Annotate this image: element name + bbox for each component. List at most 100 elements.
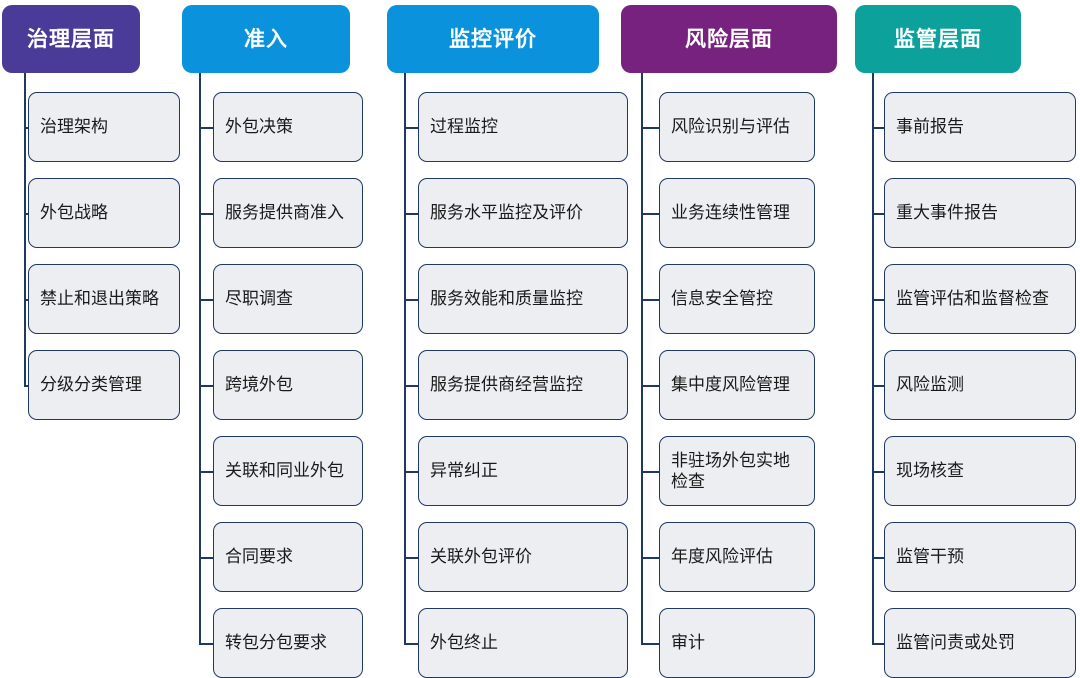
connector-stub-supervision-2 xyxy=(872,299,884,301)
node-monitoring-2[interactable]: 服务效能和质量监控 xyxy=(418,264,628,334)
connector-trunk-supervision xyxy=(872,73,874,643)
node-label: 禁止和退出策略 xyxy=(40,289,159,309)
connector-stub-supervision-1 xyxy=(872,213,884,215)
node-label: 转包分包要求 xyxy=(225,633,327,653)
node-label: 外包决策 xyxy=(225,117,293,137)
connector-stub-risk-3 xyxy=(641,385,659,387)
connector-trunk-risk xyxy=(641,73,643,643)
connector-stub-monitoring-2 xyxy=(404,299,418,301)
column-header-supervision[interactable]: 监管层面 xyxy=(855,5,1021,73)
node-label: 服务效能和质量监控 xyxy=(430,289,583,309)
node-label: 集中度风险管理 xyxy=(671,375,790,395)
node-risk-2[interactable]: 信息安全管控 xyxy=(659,264,815,334)
node-label: 事前报告 xyxy=(896,117,964,137)
node-label: 监管问责或处罚 xyxy=(896,633,1015,653)
node-risk-3[interactable]: 集中度风险管理 xyxy=(659,350,815,420)
node-monitoring-4[interactable]: 异常纠正 xyxy=(418,436,628,506)
node-admission-5[interactable]: 合同要求 xyxy=(213,522,363,592)
connector-stub-admission-5 xyxy=(199,557,213,559)
connector-stub-monitoring-3 xyxy=(404,385,418,387)
node-supervision-1[interactable]: 重大事件报告 xyxy=(884,178,1076,248)
node-label: 非驻场外包实地检查 xyxy=(671,450,790,491)
connector-stub-monitoring-5 xyxy=(404,557,418,559)
node-supervision-5[interactable]: 监管干预 xyxy=(884,522,1076,592)
node-label: 信息安全管控 xyxy=(671,289,773,309)
node-supervision-0[interactable]: 事前报告 xyxy=(884,92,1076,162)
node-governance-3[interactable]: 分级分类管理 xyxy=(28,350,180,420)
connector-stub-risk-5 xyxy=(641,557,659,559)
column-header-monitoring[interactable]: 监控评价 xyxy=(387,5,599,73)
connector-trunk-governance xyxy=(24,73,26,385)
connector-stub-monitoring-0 xyxy=(404,127,418,129)
connector-stub-risk-6 xyxy=(641,643,659,645)
node-admission-6[interactable]: 转包分包要求 xyxy=(213,608,363,678)
node-supervision-4[interactable]: 现场核查 xyxy=(884,436,1076,506)
connector-trunk-admission xyxy=(199,73,201,643)
node-monitoring-3[interactable]: 服务提供商经营监控 xyxy=(418,350,628,420)
node-supervision-6[interactable]: 监管问责或处罚 xyxy=(884,608,1076,678)
connector-stub-monitoring-6 xyxy=(404,643,418,645)
node-label: 现场核查 xyxy=(896,461,964,481)
node-governance-0[interactable]: 治理架构 xyxy=(28,92,180,162)
connector-stub-monitoring-1 xyxy=(404,213,418,215)
connector-stub-admission-1 xyxy=(199,213,213,215)
connector-stub-admission-6 xyxy=(199,643,213,645)
node-risk-6[interactable]: 审计 xyxy=(659,608,815,678)
connector-stub-risk-2 xyxy=(641,299,659,301)
connector-stub-governance-0 xyxy=(24,127,28,129)
node-label: 合同要求 xyxy=(225,547,293,567)
connector-stub-risk-4 xyxy=(641,471,659,473)
node-monitoring-5[interactable]: 关联外包评价 xyxy=(418,522,628,592)
node-label: 审计 xyxy=(671,633,705,653)
connector-stub-supervision-4 xyxy=(872,471,884,473)
node-admission-2[interactable]: 尽职调查 xyxy=(213,264,363,334)
connector-stub-governance-1 xyxy=(24,213,28,215)
node-label: 跨境外包 xyxy=(225,375,293,395)
node-label: 风险识别与评估 xyxy=(671,117,790,137)
node-label: 外包战略 xyxy=(40,203,108,223)
node-admission-4[interactable]: 关联和同业外包 xyxy=(213,436,363,506)
node-admission-1[interactable]: 服务提供商准入 xyxy=(213,178,363,248)
node-monitoring-6[interactable]: 外包终止 xyxy=(418,608,628,678)
node-governance-1[interactable]: 外包战略 xyxy=(28,178,180,248)
node-label: 过程监控 xyxy=(430,117,498,137)
node-label: 关联外包评价 xyxy=(430,547,532,567)
node-label: 服务提供商经营监控 xyxy=(430,375,583,395)
connector-stub-admission-4 xyxy=(199,471,213,473)
node-label: 外包终止 xyxy=(430,633,498,653)
connector-stub-supervision-3 xyxy=(872,385,884,387)
column-header-admission[interactable]: 准入 xyxy=(182,5,350,73)
node-label: 分级分类管理 xyxy=(40,375,142,395)
node-label: 尽职调查 xyxy=(225,289,293,309)
node-label: 异常纠正 xyxy=(430,461,498,481)
connector-stub-risk-1 xyxy=(641,213,659,215)
node-label: 监管干预 xyxy=(896,547,964,567)
node-admission-3[interactable]: 跨境外包 xyxy=(213,350,363,420)
node-risk-0[interactable]: 风险识别与评估 xyxy=(659,92,815,162)
node-admission-0[interactable]: 外包决策 xyxy=(213,92,363,162)
node-supervision-2[interactable]: 监管评估和监督检查 xyxy=(884,264,1076,334)
node-supervision-3[interactable]: 风险监测 xyxy=(884,350,1076,420)
column-header-risk[interactable]: 风险层面 xyxy=(621,5,837,73)
node-label: 风险监测 xyxy=(896,375,964,395)
node-label: 治理架构 xyxy=(40,117,108,137)
node-risk-4[interactable]: 非驻场外包实地检查 xyxy=(659,436,815,506)
node-monitoring-0[interactable]: 过程监控 xyxy=(418,92,628,162)
connector-trunk-monitoring xyxy=(404,73,406,643)
connector-stub-risk-0 xyxy=(641,127,659,129)
node-label: 监管评估和监督检查 xyxy=(896,289,1049,309)
node-governance-2[interactable]: 禁止和退出策略 xyxy=(28,264,180,334)
node-label: 重大事件报告 xyxy=(896,203,998,223)
node-monitoring-1[interactable]: 服务水平监控及评价 xyxy=(418,178,628,248)
node-label: 关联和同业外包 xyxy=(225,461,344,481)
node-label: 年度风险评估 xyxy=(671,547,773,567)
column-header-governance[interactable]: 治理层面 xyxy=(2,5,140,73)
connector-stub-governance-2 xyxy=(24,299,28,301)
connector-stub-admission-2 xyxy=(199,299,213,301)
node-label: 服务水平监控及评价 xyxy=(430,203,583,223)
node-risk-5[interactable]: 年度风险评估 xyxy=(659,522,815,592)
connector-stub-supervision-0 xyxy=(872,127,884,129)
connector-stub-admission-0 xyxy=(199,127,213,129)
node-risk-1[interactable]: 业务连续性管理 xyxy=(659,178,815,248)
